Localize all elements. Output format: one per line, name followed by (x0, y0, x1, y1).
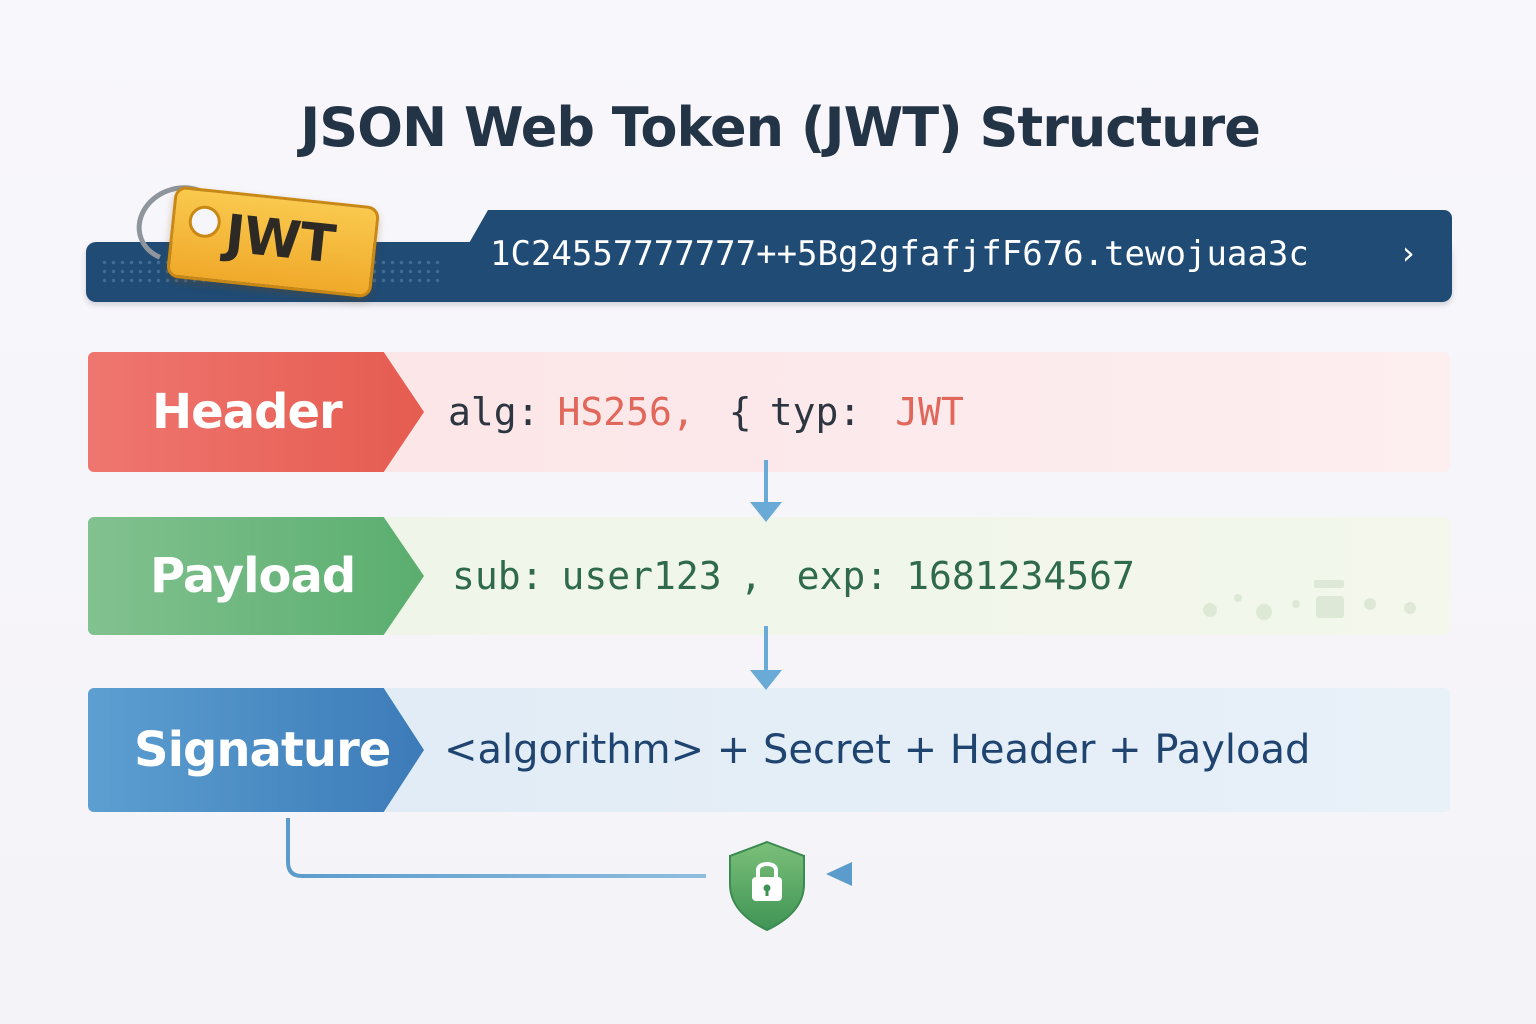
signature-formula: <algorithm> + Secret + Header + Payload (444, 727, 1311, 773)
alg-key: alg: (448, 390, 540, 434)
exp-value: 1681234567 (906, 554, 1135, 598)
header-row: Header alg: HS256 , { typ: JWT (88, 352, 1450, 472)
page-title: JSON Web Token (JWT) Structure (300, 96, 1261, 159)
arrow-down-icon (750, 626, 782, 690)
payload-row: Payload sub: user123 , exp: 1681234567 (88, 517, 1450, 635)
typ-key: typ: (769, 390, 862, 434)
signature-label: Signature (134, 722, 391, 778)
alg-value: HS256 (557, 390, 672, 434)
payload-tab (88, 517, 424, 635)
connector-line (286, 818, 706, 878)
typ-value: JWT (895, 390, 964, 434)
arrow-left-icon (826, 862, 1262, 886)
decorative-dots (1203, 580, 1416, 620)
brace-glyph: { (728, 390, 752, 434)
signature-row: Signature <algorithm> + Secret + Header … (88, 688, 1450, 812)
encoded-token-text: 1C24557777777++5Bg2gfafjfF676.tewojuaa3c (490, 234, 1309, 274)
chevron-right-icon: › (1402, 234, 1415, 272)
payload-content: sub: user123 , exp: 1681234567 (452, 517, 1135, 635)
exp-key: exp: (796, 554, 889, 598)
header-content: alg: HS256 , { typ: JWT (448, 352, 964, 472)
sub-key: sub: (452, 554, 544, 598)
payload-separator: , (739, 554, 763, 598)
header-label: Header (152, 384, 343, 440)
token-bar-raised-section (448, 210, 1452, 280)
signature-tab (88, 688, 424, 812)
payload-label: Payload (150, 548, 356, 604)
header-separator: , (671, 390, 695, 434)
header-tab (88, 352, 424, 472)
shield-lock-icon (729, 840, 805, 932)
sub-value: user123 (561, 554, 722, 598)
arrow-down-icon (750, 460, 782, 522)
